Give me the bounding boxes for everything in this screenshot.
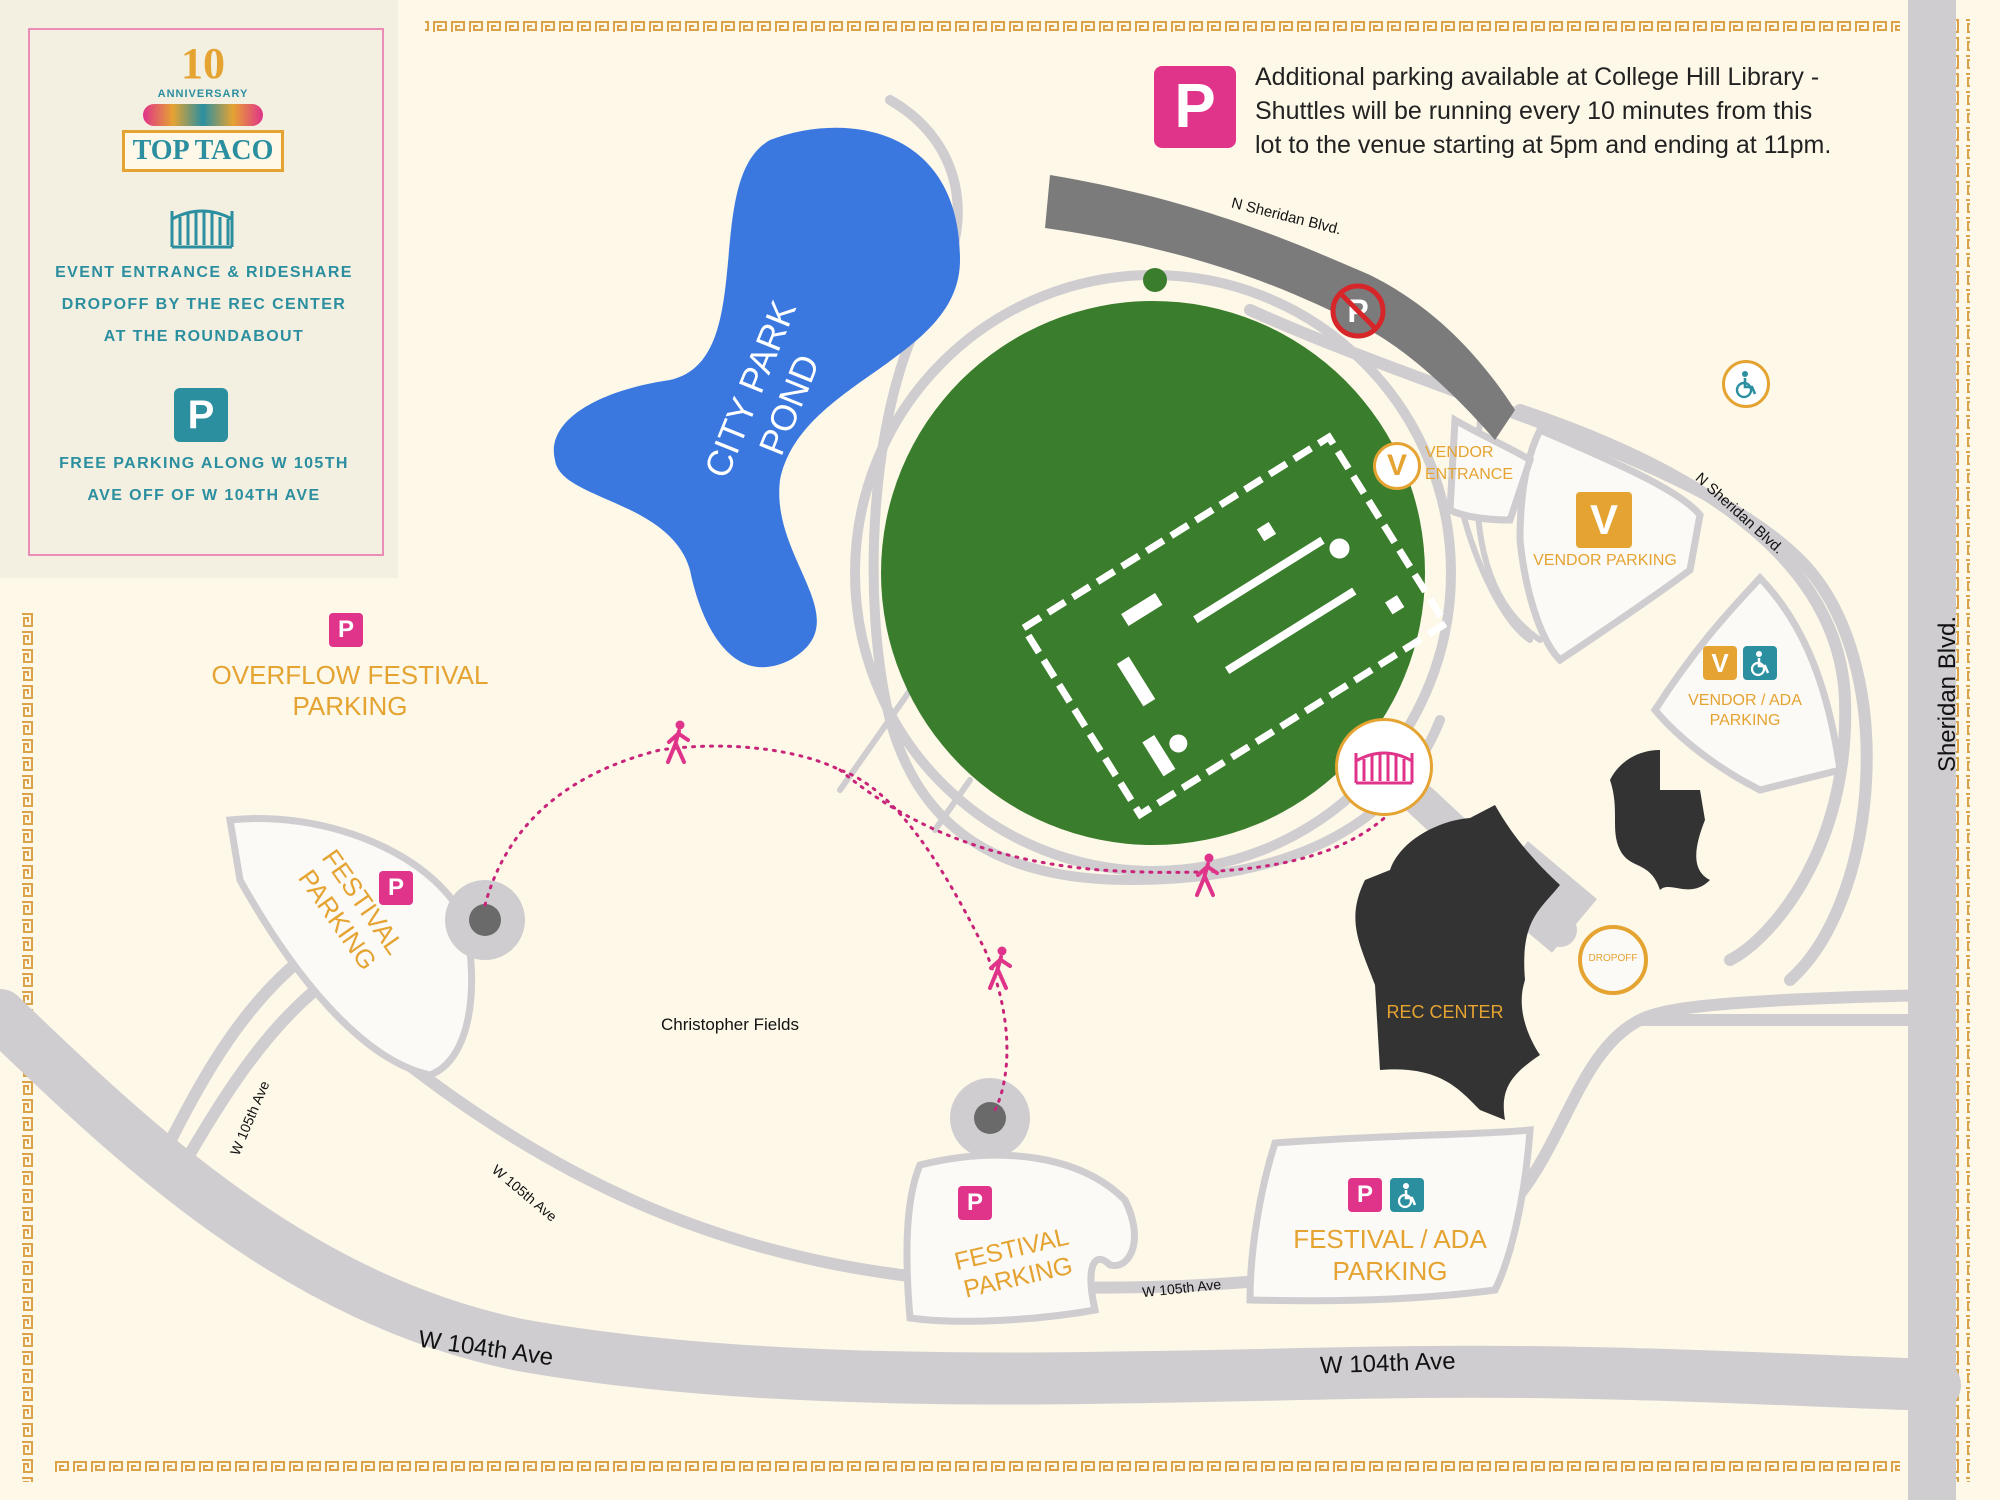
rec-center-road-2	[1634, 989, 1941, 1026]
city-park-pond	[553, 127, 960, 668]
wheelchair-icon	[1722, 360, 1770, 408]
parking-lots	[225, 414, 1844, 1325]
parking-line-2: AVE OFF OF W 104TH AVE	[87, 487, 321, 504]
vendor-parking-icon: V	[1576, 492, 1632, 548]
tree	[1143, 268, 1167, 292]
border-bottom	[55, 1458, 1900, 1474]
vendor-entrance-lot	[1446, 414, 1535, 524]
festival-ada-label-line-1: FESTIVAL / ADA	[1293, 1224, 1487, 1254]
entrance-line-1: EVENT ENTRANCE & RIDESHARE	[55, 264, 353, 281]
legend-panel: 10 ANNIVERSARY TOP TACO EVENT ENTRANCE &…	[0, 0, 398, 578]
vendor-ada-parking-lot	[1650, 572, 1844, 794]
entrance-line-2: DROPOFF BY THE REC CENTER	[61, 296, 347, 313]
path-2	[932, 777, 973, 833]
booth	[1142, 735, 1176, 777]
dropoff-label: DROPOFF	[1588, 953, 1638, 964]
vendor-entrance-label-1: VENDOR	[1425, 444, 1494, 461]
logo-decoration	[143, 104, 263, 126]
booth-row	[1193, 536, 1325, 624]
festival-ada-wheelchair-icon	[1390, 1178, 1424, 1212]
festival-boundary	[1018, 432, 1451, 820]
vendor-entrance-icon: V	[1373, 442, 1421, 490]
vendor-ada-label-line-2: PARKING	[1709, 712, 1781, 729]
notice-line-1: Additional parking available at College …	[1255, 63, 1820, 91]
dropoff-marker	[1578, 925, 1648, 995]
festival-parking-left-icon: P	[379, 871, 413, 905]
no-parking-icon: P	[1329, 282, 1387, 340]
notice-line-3: lot to the venue starting at 5pm and end…	[1255, 131, 1832, 159]
entrance-gate-icon	[1335, 718, 1433, 816]
tent	[1169, 734, 1188, 753]
festival-layout	[1018, 432, 1451, 820]
rec-center-building	[1355, 805, 1560, 1120]
parking-icon: P	[174, 388, 228, 442]
legend-frame	[28, 28, 384, 556]
street-label-sheridan: Sheridan Blvd.	[1934, 615, 1961, 773]
walking-path-east	[838, 768, 1412, 874]
overflow-parking-label: OVERFLOW FESTIVAL PARKING	[211, 660, 489, 721]
building-2	[1610, 750, 1710, 890]
walking-path-west	[483, 744, 1009, 1112]
christopher-fields-label: Christopher Fields	[661, 1015, 799, 1034]
notice-text: Additional parking available at College …	[1255, 60, 1905, 162]
vendor-entrance-label-2: ENTRANCE	[1425, 466, 1514, 483]
w105th-ave-road	[394, 1014, 1646, 1294]
pedestrian-icon	[1193, 853, 1221, 897]
roundabout-west-center	[469, 904, 501, 936]
n-sheridan-road-inner	[1514, 404, 1852, 966]
booth	[1256, 521, 1277, 542]
logo-anniversary-label: ANNIVERSARY	[157, 88, 249, 100]
gate-icon	[168, 203, 236, 249]
tent	[1329, 538, 1350, 559]
border-top	[425, 18, 1900, 34]
border-right	[1952, 18, 1970, 1482]
overflow-parking-icon: P	[329, 613, 363, 647]
logo-anniversary-number: 10	[181, 39, 225, 88]
roundabout-south-center	[974, 1102, 1006, 1134]
w104th-ave-road	[0, 989, 1961, 1411]
vendor-ada-label-line-1: VENDOR / ADA	[1688, 692, 1802, 709]
festival-parking-bottom-icon: P	[958, 1186, 992, 1220]
college-hill-parking-icon: P	[1154, 66, 1236, 148]
booth	[1116, 656, 1156, 707]
notice-line-2: Shuttles will be running every 10 minute…	[1255, 97, 1813, 125]
w105th-ave-west-road-inner	[154, 954, 306, 1168]
n-sheridan-road	[1244, 304, 1873, 986]
festival-ada-parking-lot	[1246, 1126, 1534, 1305]
festival-field	[881, 301, 1425, 845]
pedestrian-icon	[986, 946, 1014, 990]
festival-ada-parking-icon: P	[1348, 1178, 1382, 1212]
parking-line-1: FREE PARKING ALONG W 105TH	[59, 455, 349, 472]
pedestrian-icon	[664, 720, 692, 764]
booth-row	[1224, 587, 1357, 674]
no-parking-lot	[1045, 175, 1515, 440]
vendor-ada-wheelchair-icon	[1743, 646, 1777, 680]
festival-ada-label-line-2: PARKING	[1332, 1256, 1448, 1286]
booth	[1121, 592, 1163, 627]
booth	[1385, 595, 1405, 615]
toptaco-logo: 10 ANNIVERSARY TOP TACO	[118, 40, 288, 180]
entrance-line-3: AT THE ROUNDABOUT	[103, 328, 305, 345]
rec-center-label: REC CENTER	[1386, 1002, 1504, 1022]
logo-title: TOP TACO	[121, 130, 285, 172]
street-label-w104-right: W 104th Ave	[1319, 1347, 1457, 1380]
vendor-ada-vendor-icon: V	[1703, 646, 1737, 680]
vendor-parking-label: VENDOR PARKING	[1533, 552, 1677, 569]
